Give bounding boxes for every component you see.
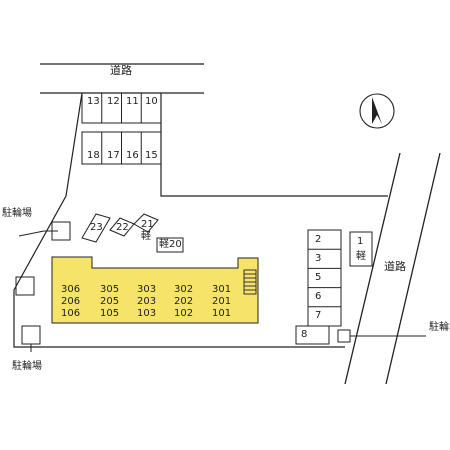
unit-105: 105 — [100, 308, 120, 319]
bicycle-box-right — [337, 329, 351, 343]
parking-space-22: 22 — [116, 222, 129, 233]
parking-space-23: 23 — [90, 222, 103, 233]
bicycle-parking-label-left: 駐輪場 — [2, 208, 32, 219]
unit-206: 206 — [61, 296, 81, 307]
parking-right-stack — [295, 229, 373, 345]
site-boundary-left — [13, 92, 345, 348]
unit-202: 202 — [174, 296, 194, 307]
parking-grid-top — [81, 92, 162, 165]
unit-102: 102 — [174, 308, 194, 319]
parking-space-16: 16 — [126, 150, 139, 161]
parking-space-10: 10 — [145, 96, 158, 107]
parking-space-13: 13 — [87, 96, 100, 107]
parking-space-6: 6 — [315, 291, 322, 302]
parking-space-2: 2 — [315, 234, 322, 245]
bicycle-parking-label-bottom: 駐輪場 — [12, 361, 42, 372]
unit-106: 106 — [61, 308, 81, 319]
unit-302: 302 — [174, 284, 194, 295]
apartment-building — [51, 256, 259, 324]
unit-103: 103 — [137, 308, 157, 319]
unit-205: 205 — [100, 296, 120, 307]
leader-line-left-top — [18, 230, 58, 237]
parking-space-3: 3 — [315, 253, 322, 264]
parking-space-11: 11 — [126, 96, 139, 107]
right-road-line-left — [344, 152, 401, 385]
unit-203: 203 — [137, 296, 157, 307]
unit-101: 101 — [212, 308, 232, 319]
parking-space-15: 15 — [145, 150, 158, 161]
stairs — [243, 269, 257, 295]
unit-303: 303 — [137, 284, 157, 295]
unit-301: 301 — [212, 284, 232, 295]
bicycle-box-left-mid — [15, 276, 35, 296]
kei20-box — [156, 237, 184, 253]
parking-diagonal — [81, 213, 159, 243]
north-arrow-icon — [359, 93, 395, 129]
parking-space-1: 1 — [357, 236, 364, 247]
parking-space-17: 17 — [107, 150, 120, 161]
site-boundary-right — [160, 93, 388, 197]
parking-space-8: 8 — [301, 329, 308, 340]
parking-space-21-kei: 軽 — [141, 231, 151, 242]
road-label-right: 道路 — [384, 260, 406, 273]
parking-space-7: 7 — [315, 310, 322, 321]
unit-306: 306 — [61, 284, 81, 295]
bicycle-parking-label-right: 駐輪場 — [429, 322, 450, 333]
parking-space-18: 18 — [87, 150, 100, 161]
parking-space-5: 5 — [315, 272, 322, 283]
unit-201: 201 — [212, 296, 232, 307]
unit-305: 305 — [100, 284, 120, 295]
parking-space-12: 12 — [107, 96, 120, 107]
parking-space-21: 21 — [141, 219, 154, 230]
parking-space-1-kei: 軽 — [356, 251, 366, 262]
road-label-top: 道路 — [110, 64, 132, 77]
right-road-line-right — [385, 152, 441, 385]
parking-space-kei20: 軽20 — [159, 239, 182, 250]
bicycle-box-left-bottom — [21, 325, 41, 345]
